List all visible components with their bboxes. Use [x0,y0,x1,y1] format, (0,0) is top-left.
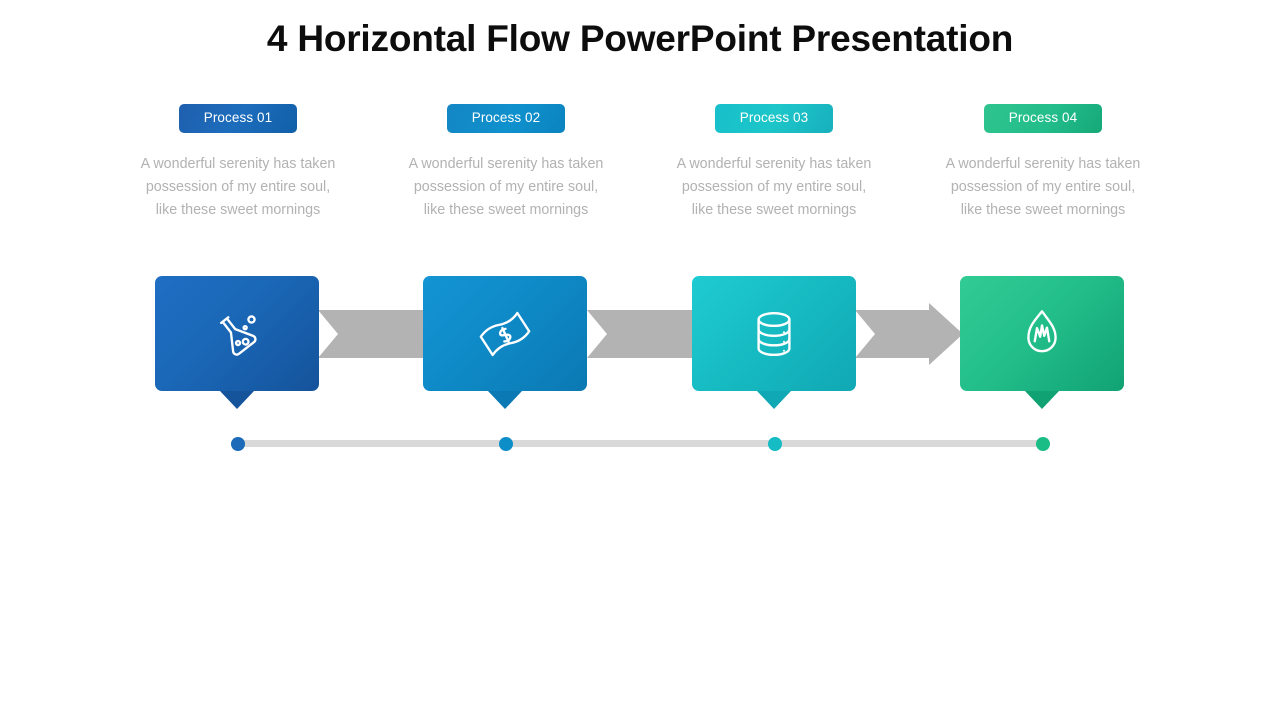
card-tail-02 [488,391,522,409]
description-process-04: A wonderful serenity has taken possessio… [945,156,1141,218]
badge-process-03[interactable]: Process 03 [715,104,833,133]
connector-3-to-4 [855,303,963,370]
card-tail-01 [220,391,254,409]
timeline [0,437,1280,451]
arrow-right-icon [855,303,963,365]
badge-process-01[interactable]: Process 01 [179,104,297,133]
database-icon [757,311,791,356]
process-column-4: Process 04 A wonderful serenity has take… [928,104,1158,222]
description-process-03: A wonderful serenity has taken possessio… [676,156,872,218]
description-process-01: A wonderful serenity has taken possessio… [140,156,336,218]
chevron-band-icon [318,310,428,358]
badge-process-04[interactable]: Process 04 [984,104,1102,133]
process-column-3: Process 03 A wonderful serenity has take… [659,104,889,222]
card-process-04[interactable] [960,276,1124,409]
timeline-track [237,440,1044,447]
timeline-dot-01[interactable] [231,437,245,451]
card-process-02[interactable] [423,276,587,409]
page-title: 4 Horizontal Flow PowerPoint Presentatio… [266,18,1014,59]
connector-1-to-2 [318,310,428,363]
card-process-01[interactable] [155,276,319,409]
process-column-2: Process 02 A wonderful serenity has take… [391,104,621,222]
connector-2-to-3 [587,310,697,363]
flame-icon [1027,309,1057,352]
timeline-dot-03[interactable] [768,437,782,451]
card-tail-04 [1025,391,1059,409]
process-column-1: Process 01 A wonderful serenity has take… [123,104,353,222]
process-cards [0,276,1280,409]
money-bill-icon [479,311,531,356]
timeline-dot-04[interactable] [1036,437,1050,451]
card-process-03[interactable] [692,276,856,409]
card-tail-03 [757,391,791,409]
process-columns: Process 01 A wonderful serenity has take… [0,104,1280,234]
badge-process-02[interactable]: Process 02 [447,104,565,133]
description-process-02: A wonderful serenity has taken possessio… [408,156,604,218]
timeline-dot-02[interactable] [499,437,513,451]
chevron-band-icon [587,310,697,358]
flask-icon [219,314,257,356]
flow-connectors [0,276,1280,396]
